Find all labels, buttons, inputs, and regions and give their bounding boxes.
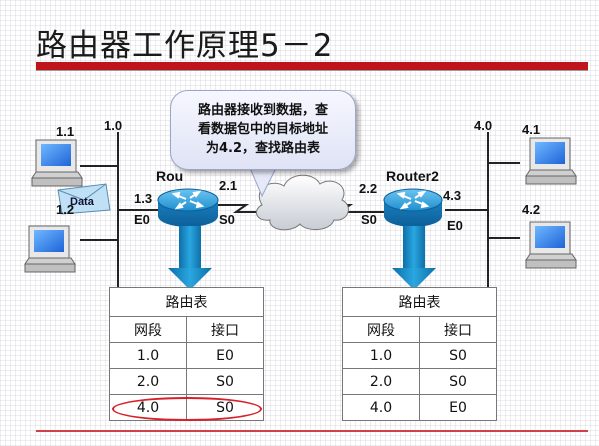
router2-e0-label: E0 [447, 218, 463, 233]
routing-table-router2: 路由表 网段 接口 1.0 S0 2.0 S0 4.0 E0 [342, 287, 497, 421]
router1-name: Rou [156, 168, 184, 184]
cell-interface: S0 [419, 368, 497, 395]
right-ethernet-segment [445, 132, 520, 298]
left-ethernet-segment [80, 132, 160, 298]
title-accent-bar [36, 62, 588, 70]
pc-4-2-icon [525, 221, 577, 269]
callout-bubble: 路由器接收到数据，查 看数据包中的目标地址 为4.2，查找路由表 [170, 90, 356, 170]
router2-name: Router2 [386, 168, 439, 184]
data-packet-label: Data [70, 196, 94, 208]
cell-network: 1.0 [342, 342, 420, 369]
table-row: 1.0 S0 [342, 342, 497, 369]
cell-interface: S0 [186, 368, 264, 395]
column-header-network: 网段 [109, 316, 187, 343]
router1-s0-label: S0 [219, 212, 235, 227]
routing-table-title: 路由表 [109, 287, 264, 317]
router1-s0-ip: 2.1 [219, 178, 238, 193]
table-row: 1.0 E0 [109, 342, 264, 369]
data-packet-icon [57, 183, 111, 215]
router1-e0-label: E0 [134, 212, 150, 227]
cell-interface: S0 [419, 342, 497, 369]
router1-icon [157, 188, 219, 227]
cell-interface: E0 [419, 394, 497, 421]
cell-network: 1.0 [109, 342, 187, 369]
table-row: 4.0 E0 [342, 394, 497, 421]
callout-line: 看数据包中的目标地址 [197, 122, 328, 137]
routing-table-title: 路由表 [342, 287, 497, 317]
column-header-network: 网段 [342, 316, 420, 343]
column-header-interface: 接口 [419, 316, 497, 343]
pc-1-2-icon [24, 225, 76, 273]
cell-network: 2.0 [342, 368, 420, 395]
router2-e0-ip: 4.3 [443, 188, 462, 203]
router1-e0-ip: 1.3 [134, 191, 153, 206]
network-4-0-label: 4.0 [474, 118, 493, 133]
pc-1-1-label: 1.1 [56, 124, 75, 139]
page-title: 路由器工作原理5－2 [36, 28, 334, 64]
arrow-to-table1 [168, 226, 212, 290]
table-row: 2.0 S0 [109, 368, 264, 395]
pc-1-1-icon [31, 139, 83, 187]
bottom-divider [36, 430, 588, 432]
callout-line: 路由器接收到数据，查 [197, 103, 328, 118]
pc-4-1-icon [525, 137, 577, 185]
callout-line: 为4.2，查找路由表 [205, 141, 321, 156]
arrow-to-table2 [392, 226, 436, 290]
cell-network: 2.0 [109, 368, 187, 395]
cell-network: 4.0 [342, 394, 420, 421]
network-1-0-label: 1.0 [104, 118, 123, 133]
router2-icon [383, 188, 443, 227]
highlight-oval [112, 397, 262, 421]
table-row: 2.0 S0 [342, 368, 497, 395]
pc-4-2-label: 4.2 [522, 202, 541, 217]
wan-cloud-icon [255, 174, 349, 231]
router2-s0-label: S0 [361, 212, 377, 227]
pc-4-1-label: 4.1 [522, 122, 541, 137]
pc-1-2-label: 1.2 [56, 202, 75, 217]
cell-interface: E0 [186, 342, 264, 369]
router2-s0-ip: 2.2 [359, 181, 378, 196]
title-underline [36, 70, 588, 71]
column-header-interface: 接口 [186, 316, 264, 343]
